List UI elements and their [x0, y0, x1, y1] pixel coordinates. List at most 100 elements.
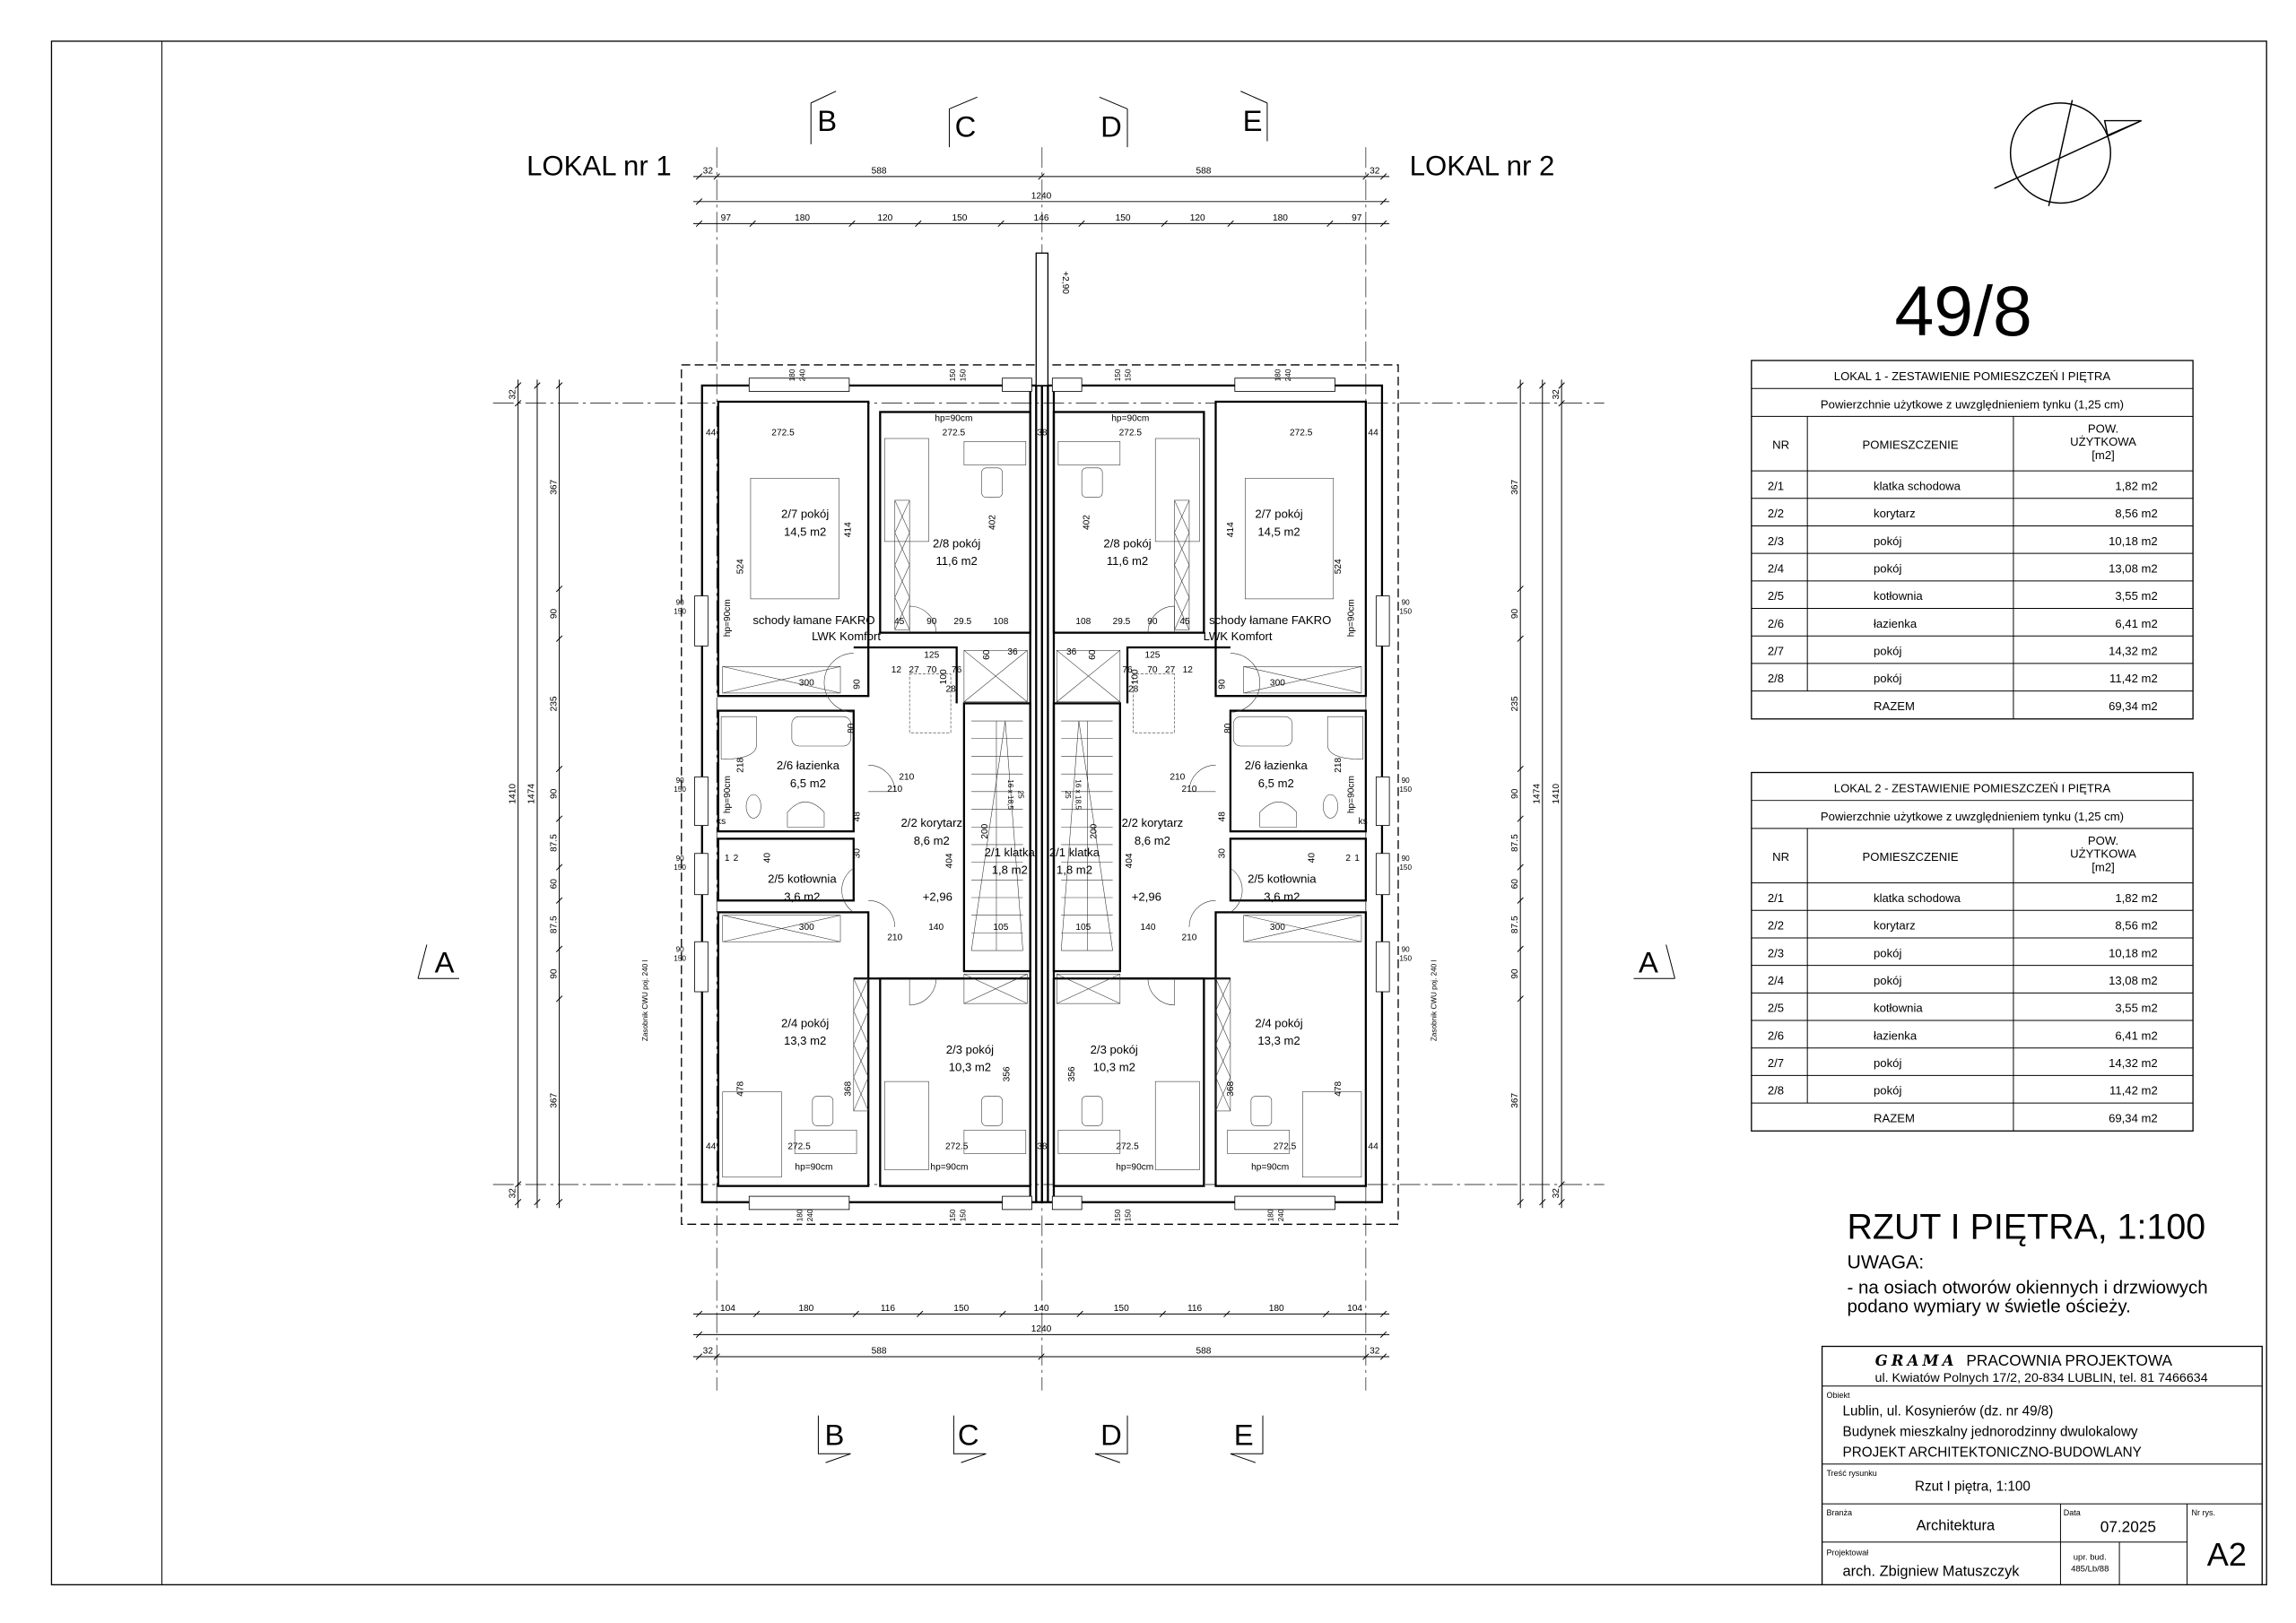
interior-dimension: 356	[1003, 1066, 1013, 1081]
window-width-mark: 90	[1402, 946, 1411, 954]
room-label-2-3: 2/3 pokój	[946, 1043, 994, 1056]
window-height-mark: 150	[674, 864, 686, 872]
dimension-value: 367	[549, 479, 559, 494]
dimension-tick	[1223, 1310, 1231, 1318]
svg-text:E: E	[1243, 104, 1263, 137]
table-row-area: 11,42 m2	[2109, 1084, 2158, 1098]
interior-dimension: hp=90cm	[795, 1163, 832, 1173]
interior-dimension: 45	[894, 617, 905, 627]
content-label: Treść rysunku	[1827, 1469, 1877, 1478]
window-height-mark: 240	[1277, 1209, 1285, 1221]
interior-dimension: 300	[799, 679, 814, 689]
window-height-mark: 240	[799, 369, 807, 381]
room-label-2-8: 2/8 pokój	[1103, 536, 1151, 550]
section-marker-e-bottom: E	[1230, 1415, 1264, 1463]
chimney-level: +2,90	[1060, 271, 1070, 294]
interior-dimension: 478	[1334, 1081, 1344, 1097]
svg-text:D: D	[1100, 110, 1122, 143]
dimension-tick	[1379, 1353, 1387, 1360]
dimension-tick	[695, 1331, 703, 1338]
interior-dimension: 272.5	[945, 1142, 969, 1152]
dimension-tick	[1517, 586, 1524, 593]
section-marker-e-top: E	[1240, 91, 1268, 142]
chimney-stub	[1035, 252, 1049, 386]
table-row-room: pokój	[1874, 1056, 1901, 1070]
interior-dimension: 90	[852, 679, 862, 690]
table-row-room: pokój	[1874, 1084, 1901, 1098]
license-1: upr. bud.	[2074, 1552, 2107, 1562]
dimension-value: 32	[1552, 389, 1561, 400]
interior-dimension: 76	[952, 665, 962, 675]
dimension-value: 235	[1510, 696, 1520, 711]
window-height-mark: 150	[1399, 864, 1412, 872]
table-row-area: 13,08 m2	[2109, 562, 2158, 576]
dimension-tick	[1379, 220, 1387, 228]
interior-dimension: 28	[1128, 684, 1139, 694]
window-width-mark: 90	[1402, 777, 1411, 785]
interior-dimension: 70	[1147, 665, 1158, 675]
room-schedules: LOKAL 1 - ZESTAWIENIE POMIESZCZEŃ I PIĘT…	[1751, 360, 2194, 1132]
window-height-mark: 180	[1274, 369, 1283, 381]
table-row-nr: 2/5	[1768, 1002, 1784, 1015]
dimension-value: 104	[720, 1304, 735, 1314]
interior-dimension: 414	[1226, 522, 1236, 537]
note-heading: UWAGA:	[1847, 1252, 1924, 1273]
dimension-tick	[1322, 1310, 1330, 1318]
table-row-nr: 2/2	[1768, 507, 1784, 520]
dimension-tick	[1517, 815, 1524, 822]
dimension-value: 367	[1510, 1092, 1520, 1107]
designer: arch. Zbigniew Matuszczyk	[1843, 1563, 2021, 1579]
table-row-area: 6,41 m2	[2115, 617, 2157, 630]
table-row-nr: 2/6	[1768, 617, 1784, 630]
dimension-value: 1410	[508, 784, 517, 804]
dimension-tick	[752, 1310, 761, 1318]
window-height-mark: 240	[1284, 369, 1292, 381]
table-row-area: 8,56 m2	[2115, 507, 2157, 520]
room-label-2-2-area: 8,6 m2	[1135, 834, 1170, 847]
dimension-tick	[1038, 1353, 1045, 1360]
date-label: Data	[2064, 1508, 2082, 1517]
interior-dimension: 300	[799, 923, 814, 933]
dimension-tick	[555, 1199, 563, 1206]
table-row-area: 1,82 m2	[2115, 891, 2157, 905]
interior-dimension: 368	[844, 1081, 854, 1097]
room-label-2-1-area: 1,8 m2	[1057, 864, 1092, 877]
dimension-tick	[1517, 765, 1524, 773]
dimension-tick	[695, 1310, 703, 1318]
dimension-tick	[1558, 400, 1565, 407]
interior-dimension: 210	[1181, 933, 1196, 943]
interior-dimension: 105	[993, 923, 1008, 933]
room-label-2-8: 2/8 pokój	[933, 536, 980, 550]
table-row-nr: 2/6	[1768, 1028, 1784, 1042]
dimension-tick	[1076, 1310, 1083, 1318]
room-label-2-2-area: 8,6 m2	[914, 834, 950, 847]
stair-annotation: 16 x 18,5	[1006, 779, 1014, 810]
interior-dimension: 272.5	[1274, 1142, 1297, 1152]
interior-dimension: 80	[1223, 723, 1233, 733]
firm-name: PRACOWNIA PROJEKTOWA	[1966, 1351, 2172, 1369]
dimension-tick	[555, 765, 563, 773]
dimension-value: 146	[1034, 213, 1049, 223]
table-row-nr: 2/8	[1768, 672, 1784, 685]
window-width-mark: 90	[1402, 598, 1411, 606]
dimension-value: 97	[721, 213, 732, 223]
table-row-room: kotłownia	[1874, 1002, 1923, 1015]
party-wall-dim-bottom: 38	[1037, 1142, 1048, 1152]
svg-text:A: A	[1639, 946, 1658, 979]
interior-dimension: 108	[1075, 617, 1091, 627]
object-line-2: Budynek mieszkalny jednorodzinny dwuloka…	[1843, 1425, 2138, 1440]
interior-dimension: 218	[1334, 757, 1344, 772]
table-row-nr: 2/4	[1768, 974, 1784, 987]
dimension-value: 1474	[527, 784, 537, 804]
interior-dimension: 140	[928, 923, 944, 933]
interior-dimension: 29.5	[1113, 617, 1131, 627]
interior-dimension: 60	[1088, 649, 1098, 660]
dimension-tick	[555, 945, 563, 952]
room-label-2-1: 2/1 klatka	[1049, 846, 1100, 859]
schedule-subtitle: Powierzchnie użytkowe z uwzględnieniem t…	[1821, 397, 2124, 411]
window-height-mark: 240	[806, 1209, 814, 1221]
table-row-nr: 2/7	[1768, 645, 1784, 658]
dimension-value: 32	[508, 389, 517, 400]
table-row-room: korytarz	[1874, 507, 1916, 520]
